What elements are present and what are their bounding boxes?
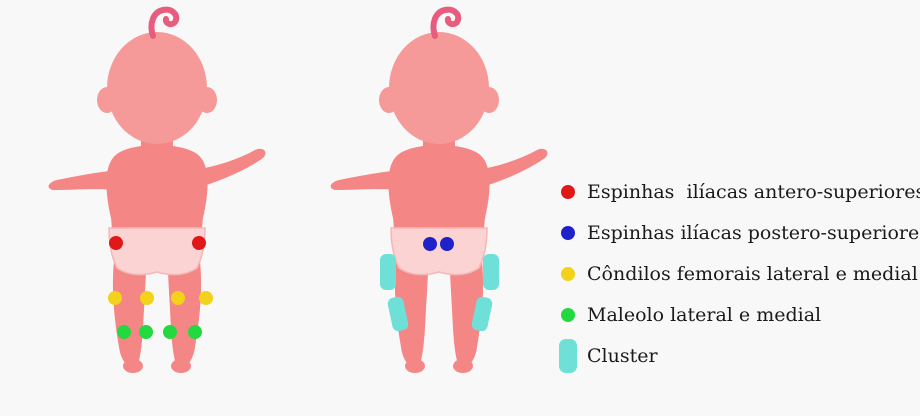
- legend-label: Espinhas ilíacas postero-superiores: [587, 222, 920, 244]
- femoral-condyle-marker: [171, 291, 185, 305]
- malleolus-marker: [139, 325, 153, 339]
- legend-item-malleolus: Maleolo lateral e medial: [556, 298, 916, 332]
- malleolus-marker: [117, 325, 131, 339]
- cluster-pill-icon: [559, 339, 577, 373]
- legend-item-cluster: Cluster: [556, 339, 916, 373]
- green-dot-icon: [561, 308, 575, 322]
- legend-label: Côndilos femorais lateral e medial: [587, 263, 918, 285]
- femoral-condyle-marker: [199, 291, 213, 305]
- red-dot-icon: [561, 185, 575, 199]
- malleolus-marker: [163, 325, 177, 339]
- femoral-condyle-marker: [140, 291, 154, 305]
- yellow-dot-icon: [561, 267, 575, 281]
- baby-back-view: [331, 10, 548, 373]
- psis-marker-left: [423, 237, 437, 251]
- asis-marker-right: [192, 236, 206, 250]
- legend-label: Cluster: [587, 345, 658, 367]
- blue-dot-icon: [561, 226, 575, 240]
- asis-marker-left: [109, 236, 123, 250]
- psis-marker-right: [440, 237, 454, 251]
- legend-label: Maleolo lateral e medial: [587, 304, 821, 326]
- cluster-thigh-left: [380, 254, 396, 290]
- baby-front-view: [49, 10, 266, 373]
- legend: Espinhas ilíacas antero-superiores Espin…: [556, 175, 916, 373]
- malleolus-marker: [188, 325, 202, 339]
- legend-item-femoral-condyles: Côndilos femorais lateral e medial: [556, 257, 916, 291]
- legend-item-asis: Espinhas ilíacas antero-superiores: [556, 175, 916, 209]
- cluster-thigh-right: [483, 254, 499, 290]
- legend-label: Espinhas ilíacas antero-superiores: [587, 181, 920, 203]
- legend-item-psis: Espinhas ilíacas postero-superiores: [556, 216, 916, 250]
- femoral-condyle-marker: [108, 291, 122, 305]
